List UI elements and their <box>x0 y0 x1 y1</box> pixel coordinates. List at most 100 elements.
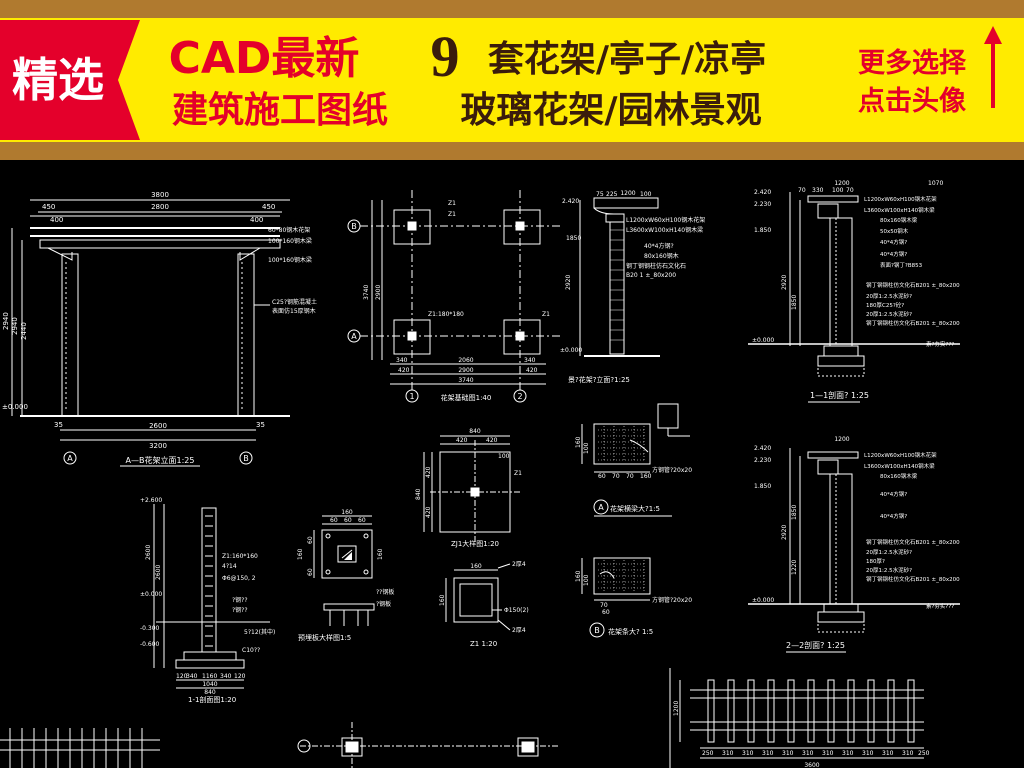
tag-text: Z1 <box>448 211 456 218</box>
dim-text: -0.600 <box>140 641 160 648</box>
note-text: L3600xW100xH140钢木梁 <box>626 226 703 234</box>
dim-text: 1040 <box>202 681 217 688</box>
dim-text: 60 <box>307 536 314 544</box>
dim-text: 2060 <box>458 357 473 364</box>
dim-text: 2800 <box>151 203 169 211</box>
dim-text: 160 <box>439 594 446 606</box>
dim-text: 2920 <box>565 275 572 290</box>
note-text: C10?? <box>242 647 260 654</box>
dim-text: 2.420 <box>562 198 579 205</box>
bottom-trellis-plan: 1200 250 310 310 310 310 310 310 310 310… <box>669 668 930 768</box>
note-text: L3600xW100xH140钢木梁 <box>864 206 935 214</box>
dim-text: 2920 <box>781 275 788 290</box>
small-section-1-1: +2.600 2600 2600 ±0.000 -0.300 -0.600 12… <box>140 497 275 704</box>
note-text: 20厚1:2.5水泥砂? <box>866 566 912 574</box>
side-elevation-caption: 景?花架?立面?1:25 <box>568 375 630 384</box>
dim-text: 310 <box>842 750 854 757</box>
dim-text: 3800 <box>151 191 169 199</box>
note-text: 钢丁钢钢柱仿文化石B201 ±_80x200 <box>866 281 960 289</box>
footing-b2 <box>503 209 541 245</box>
dim-text: 1.850 <box>754 483 771 490</box>
dim-text: 310 <box>742 750 754 757</box>
note-text: 50x50钢木 <box>880 227 909 235</box>
front-elevation-notes: 60*80钢木花架 100*160钢木梁 100*160钢木梁 C25?钢筋混凝… <box>268 226 317 315</box>
note-text: 素?夯实??? <box>926 602 954 610</box>
dim-text: 1200 <box>673 701 680 716</box>
axis-marker-2 <box>513 389 527 403</box>
more-options-link[interactable]: 更多选择 点击头像 <box>858 26 1002 117</box>
dim-text: 310 <box>722 750 734 757</box>
note-text: 60*80钢木花架 <box>268 226 310 234</box>
axis-label: 1 <box>409 392 414 401</box>
dim-text: 3740 <box>458 377 473 384</box>
note-text: ?钢?? <box>232 596 248 604</box>
note-text: B20 1 ±_80x200 <box>626 272 676 279</box>
dim-text: 2940 <box>2 312 10 330</box>
dim-text: 310 <box>802 750 814 757</box>
banner-background <box>0 0 1024 160</box>
footing-a2 <box>503 319 541 355</box>
dim-text: 60 <box>598 473 606 480</box>
section-2-2-caption: 2—2剖面? 1:25 <box>786 640 845 650</box>
dim-text: ±0.000 <box>560 347 582 354</box>
front-elevation-dims-top: 3800 2800 450 450 400 400 <box>42 191 275 224</box>
trellis-slats <box>707 679 915 743</box>
front-elevation-outline <box>20 199 290 417</box>
note-text: 4?14 <box>222 563 237 570</box>
section-column <box>829 473 853 605</box>
z1-section: 160 160 2厚4 Φ150(2) 2厚4 Z1 1:20 <box>439 561 529 648</box>
left-column <box>61 253 79 417</box>
note-text: 20厚1:2.5水泥砂? <box>866 310 912 318</box>
dim-text: 70 <box>626 473 634 480</box>
beam-detail-a: 160 100 60 70 70 160 方钢管?20x20 A 花架横梁大?1… <box>575 403 692 517</box>
dim-text: 160 <box>470 563 482 570</box>
dim-text: 2920 <box>781 525 788 540</box>
arrow-up-icon <box>984 26 1002 108</box>
dim-text: -0.300 <box>140 625 160 632</box>
tag-text: Z1 <box>514 470 522 477</box>
dim-text: 1850 <box>791 505 798 520</box>
note-text: 80x160钢木 <box>644 252 679 260</box>
badge-ribbon <box>0 20 140 140</box>
note-text: 5?12(其中) <box>244 628 275 636</box>
dim-text: 340 <box>186 673 198 680</box>
dim-text: ±0.000 <box>752 597 774 604</box>
beam-detail-b: 160 100 70 60 方钢管?20x20 B 花架条大? 1:5 <box>575 557 692 638</box>
banner-bottom-stripe <box>0 142 1024 160</box>
dim-text: 120 <box>176 673 188 680</box>
dim-text: 70 <box>798 187 806 194</box>
dim-text: 330 <box>812 187 824 194</box>
more-options-line1: 更多选择 <box>858 48 967 79</box>
dim-text: 2.230 <box>754 457 771 464</box>
dim-text: 2440 <box>20 322 28 340</box>
more-options-line2: 点击头像 <box>858 86 966 117</box>
banner-subtitle-line1: 套花架/亭子/凉亭 <box>488 39 766 80</box>
dim-text: 250 <box>918 750 930 757</box>
banner-title-line1: CAD最新 <box>169 33 360 84</box>
dim-text: 1160 <box>202 673 217 680</box>
dim-text: 160 <box>377 548 384 560</box>
banner-number: 9 <box>431 24 460 89</box>
note-text: L1200xW60xH100钢木花架 <box>864 195 937 203</box>
section-column <box>829 217 853 347</box>
section-column <box>201 507 217 653</box>
dim-text: 100 <box>583 574 590 586</box>
note-text: Φ6@150, 2 <box>222 575 256 582</box>
side-elevation: 1200 2.420 1850 2920 ±0.000 75 225 100 L… <box>560 190 705 384</box>
dim-text: 3600 <box>804 762 819 768</box>
axis-label: B <box>351 222 357 231</box>
tag-text: Z1 <box>448 200 456 207</box>
dim-text: 60 <box>307 568 314 576</box>
dim-text: 2.420 <box>754 189 771 196</box>
note-text: ?钢?? <box>232 606 248 614</box>
note-text: 100*160钢木梁 <box>268 237 312 245</box>
dim-text: +2.600 <box>140 497 162 504</box>
note-text: 素?夯实??? <box>926 340 954 348</box>
dim-text: 420 <box>486 437 498 444</box>
note-text: 表面仿15厚钢木 <box>272 307 316 315</box>
embed-plate-detail: 160 160 60 60 60 160 60 60 ??钢板 ?钢板 预埋板大… <box>297 509 394 642</box>
dim-text: 225 <box>606 191 618 198</box>
dim-text: 60 <box>358 517 366 524</box>
dim-text: 60 <box>344 517 352 524</box>
footing-a1 <box>393 319 431 355</box>
